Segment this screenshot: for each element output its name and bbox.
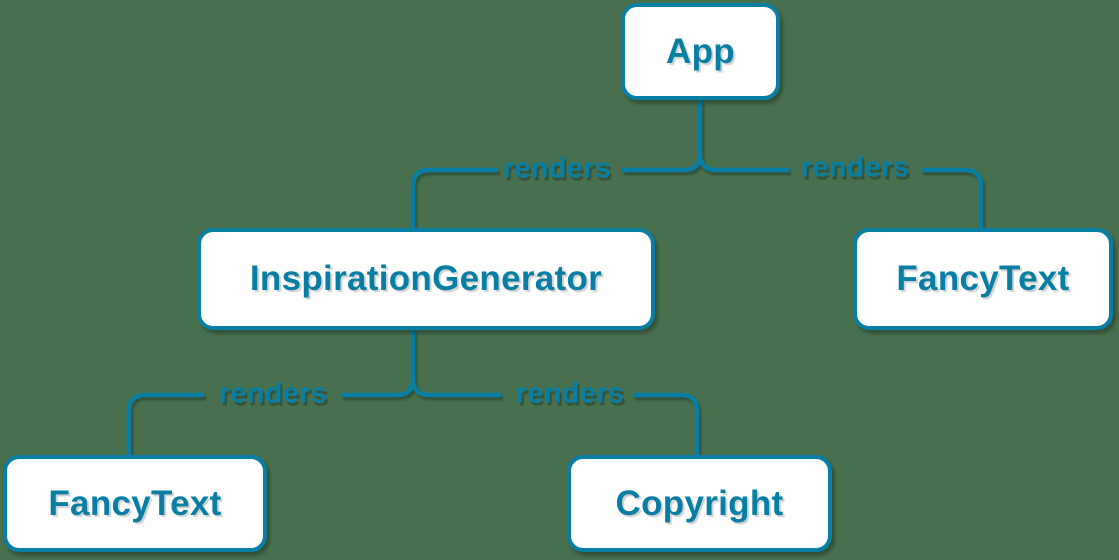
- node-fancy-text-top: FancyText: [853, 228, 1113, 330]
- connector-to-fancy-text-top: [921, 167, 984, 228]
- connector-to-copyright: [633, 392, 700, 455]
- node-inspiration-generator: InspirationGenerator: [197, 228, 655, 330]
- node-fancy-text-bottom: FancyText: [3, 455, 267, 552]
- node-fancy-text-bottom-label: FancyText: [48, 483, 222, 523]
- node-app: App: [621, 3, 780, 100]
- node-app-label: App: [666, 31, 735, 71]
- connector-to-fancy-text-bottom: [126, 392, 204, 455]
- node-fancy-text-top-label: FancyText: [896, 259, 1070, 298]
- edge-label-app-inspiration-generator: renders: [502, 152, 612, 185]
- node-inspiration-generator-label: InspirationGenerator: [249, 259, 603, 298]
- node-copyright: Copyright: [567, 455, 832, 552]
- edge-label-ig-fancy-text: renders: [218, 377, 328, 410]
- connector-app-right-flare: [697, 153, 789, 173]
- edge-label-ig-copyright: renders: [515, 377, 625, 410]
- connector-app-left-flare: [622, 100, 703, 173]
- edge-label-app-fancy-text: renders: [800, 151, 910, 184]
- connector-to-inspiration-generator: [410, 167, 498, 228]
- connector-ig-left-flare: [341, 330, 416, 398]
- connector-ig-right-flare: [410, 378, 501, 398]
- node-copyright-label: Copyright: [615, 483, 784, 523]
